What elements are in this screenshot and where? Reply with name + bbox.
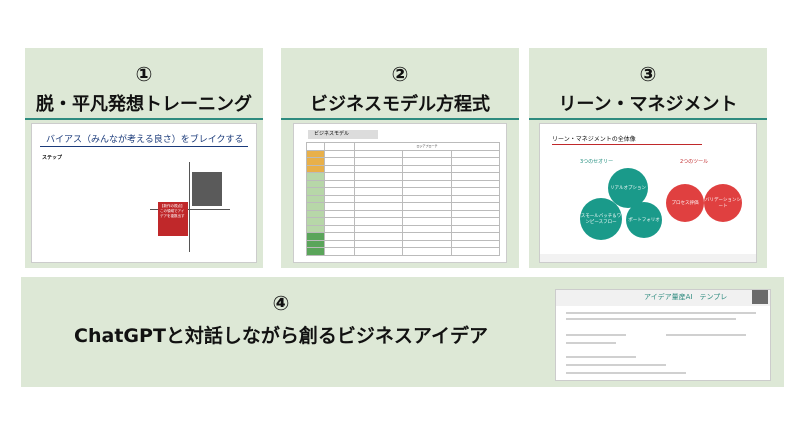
- text-line: [566, 342, 616, 344]
- panel-number: ③: [639, 62, 657, 86]
- panel-training: ① 脱・平凡発想トレーニング バイアス（みんなが考える良さ）をブレイクする ステ…: [25, 48, 263, 268]
- panel-lean-management: ③ リーン・マネジメント リーン・マネジメントの全体像 3つのセオリー 2つのツ…: [529, 48, 767, 268]
- divider: [529, 118, 767, 120]
- highlight-box: 【新作の視点】この領域でアイデアを複数出す: [158, 202, 188, 236]
- text-line: [566, 364, 666, 366]
- divider: [25, 118, 263, 120]
- slide-footer: [540, 254, 756, 262]
- panel-number: ④: [272, 291, 290, 315]
- slide-thumbnail: リーン・マネジメントの全体像 3つのセオリー 2つのツール リアルオプション ス…: [539, 123, 757, 263]
- text-line: [566, 372, 686, 374]
- circle-portfolio: ポートフォリオ: [626, 202, 662, 238]
- panel-title: リーン・マネジメント: [558, 94, 738, 115]
- panel-number: ①: [135, 62, 153, 86]
- thumbnail-header: [556, 290, 770, 306]
- model-table: ロジアプローチ: [306, 142, 500, 256]
- panel-title: 脱・平凡発想トレーニング: [36, 94, 252, 115]
- divider: [40, 146, 248, 147]
- panel-title: ビジネスモデル方程式: [310, 94, 490, 115]
- circle-real-option: リアルオプション: [608, 168, 648, 208]
- circle-process-eval: プロセス評価: [666, 184, 704, 222]
- text-line: [566, 356, 636, 358]
- slide-thumbnail: ビジネスモデル ロジアプローチ: [293, 123, 507, 263]
- panel-business-model: ② ビジネスモデル方程式 ビジネスモデル ロジアプローチ: [281, 48, 519, 268]
- slide-title: リーン・マネジメントの全体像: [552, 136, 636, 143]
- text-line: [566, 318, 736, 320]
- circle-validation-sheet: バリデーションシート: [704, 184, 742, 222]
- step-label: ステップ: [42, 155, 63, 161]
- presenter-video: [752, 290, 768, 304]
- axis-vertical: [189, 162, 190, 252]
- quadrant-box: [192, 172, 222, 206]
- panel-title: ChatGPTと対話しながら創るビジネスアイデア: [74, 325, 488, 347]
- theory-label: 3つのセオリー: [580, 159, 614, 165]
- text-line: [566, 334, 626, 336]
- tool-label: 2つのツール: [680, 159, 709, 165]
- circle-small-batch: スモールバッチ＆ワンピースフロー: [580, 198, 622, 240]
- panel-chatgpt: ④ ChatGPTと対話しながら創るビジネスアイデア アイデア量産AI テンプレ: [21, 277, 784, 387]
- axis-horizontal: [150, 209, 230, 210]
- panel-number: ②: [391, 62, 409, 86]
- slide-thumbnail: バイアス（みんなが考える良さ）をブレイクする ステップ 【新作の視点】この領域で…: [31, 123, 257, 263]
- divider: [281, 118, 519, 120]
- divider: [552, 144, 702, 145]
- thumbnail-title: アイデア量産AI テンプレ: [644, 293, 728, 301]
- slide-header: ビジネスモデル: [308, 130, 378, 139]
- screenshot-thumbnail: アイデア量産AI テンプレ: [555, 289, 771, 381]
- text-line: [566, 312, 756, 314]
- text-line: [666, 334, 746, 336]
- slide-title: バイアス（みんなが考える良さ）をブレイクする: [46, 135, 244, 145]
